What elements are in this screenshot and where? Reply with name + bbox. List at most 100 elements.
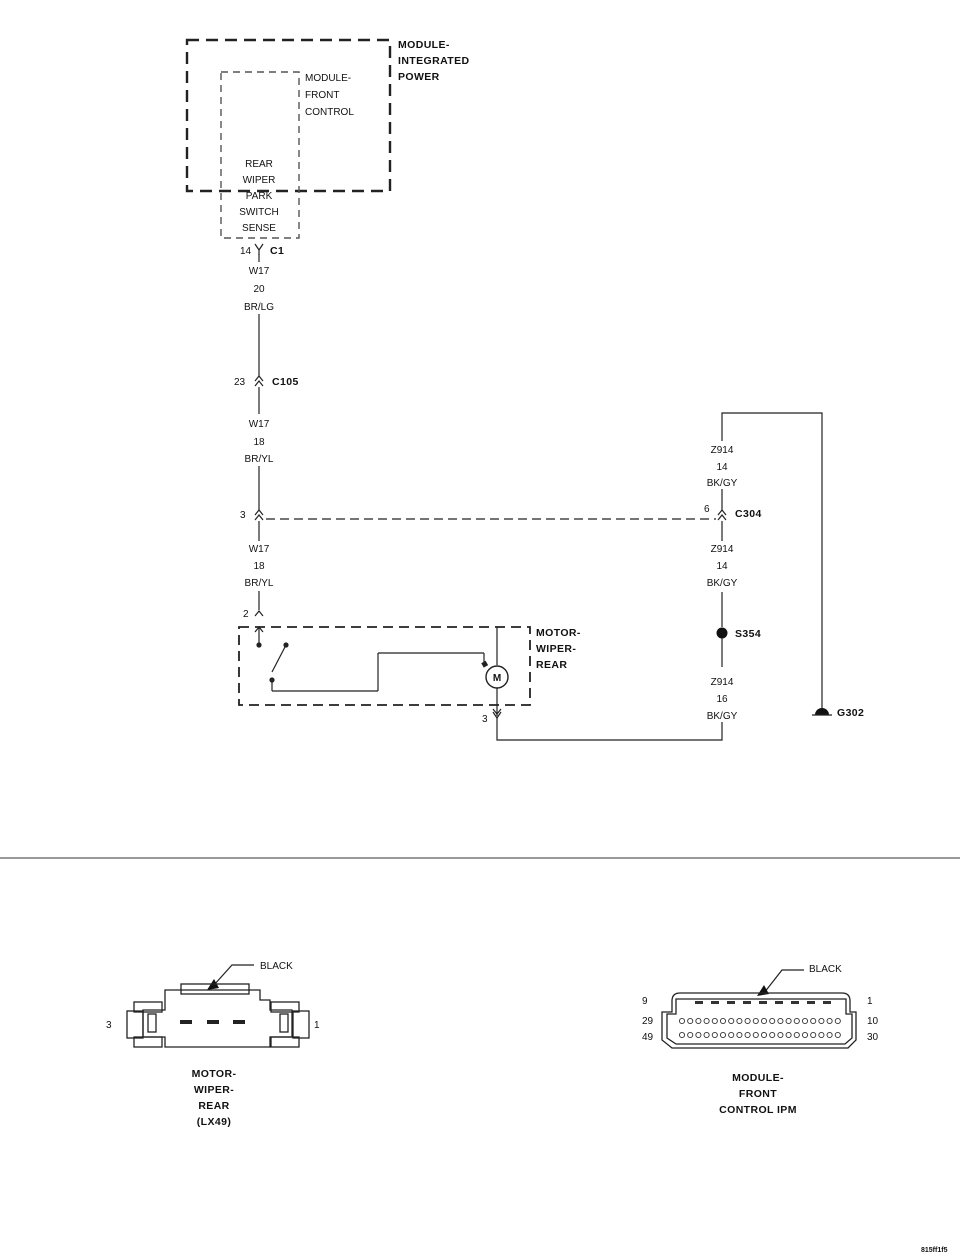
fcm-view-color: BLACK [809,964,842,975]
connector-c304-left: 3 [240,509,264,521]
motor-view-title-4: (LX49) [197,1116,232,1128]
motor-pin-2: 2 [243,609,264,620]
switch-sense-label: REAR WIPER PARK SWITCH SENSE [239,159,278,234]
w17-top-label: W17 20 BR/LG [244,266,274,313]
motor-view-title-3: REAR [198,1100,229,1112]
fcm-cavity [777,1017,784,1025]
w17-top-color: BR/LG [244,302,274,313]
fcm-cavity [687,1017,694,1025]
fcm-cavity [801,1031,809,1039]
z914-top-label: Z914 14 BK/GY [707,445,738,489]
sense-line-3: PARK [246,191,273,202]
fcm-cavity [823,1001,831,1004]
z914-top-color: BK/GY [707,478,738,489]
motor-top-pin-label: 2 [243,609,249,620]
fcm-view-title-2: FRONT [739,1088,777,1100]
ground-name: G302 [837,707,864,719]
fcm-cavity [801,1017,809,1025]
fcm-cavity [711,1001,719,1004]
z914-mid-label: Z914 14 BK/GY [707,544,738,589]
fcm-cavity [759,1001,767,1004]
motor-view-pin-right: 1 [314,1020,320,1031]
fcm-cavity [810,1017,817,1025]
fcm-view-pin-49: 49 [642,1032,654,1043]
sense-line-5: SENSE [242,223,276,234]
fcm-cavity [769,1017,776,1025]
fcm-cavity [678,1031,686,1039]
fcm-cavity [744,1031,751,1039]
z914-top-circuit: Z914 [711,445,734,456]
fcm-label-line-1: MODULE- [305,73,351,84]
fcm-cavity [818,1031,825,1039]
c304-left-pin: 3 [240,510,246,521]
fcm-view-title-3: CONTROL IPM [719,1104,797,1116]
c1-pin: 14 [240,246,252,257]
fcm-cavity [695,1017,702,1025]
wire-z914 [721,412,823,709]
fcm-cavity [736,1031,743,1039]
fcm-cavity [728,1031,735,1039]
fcm-view-pin-1: 1 [867,996,873,1007]
z914-mid-gauge: 14 [716,561,728,572]
motor-wiper-rear: M MOTOR- WIPER- REAR [238,626,581,716]
motor-pin-3: 3 [482,711,723,741]
z914-bot-color: BK/GY [707,711,738,722]
z914-bot-gauge: 16 [716,694,728,705]
fcm-cavity [752,1017,759,1025]
motor-label-line-3: REAR [536,659,567,671]
fcm-cavity [744,1017,751,1025]
w17-bot-color: BR/YL [245,578,274,589]
motor-view-color: BLACK [260,961,293,972]
w17-top-circuit: W17 [249,266,270,277]
fcm-pin-row-bottom [678,1031,841,1039]
fcm-view-pin-29: 29 [642,1016,654,1027]
fcm-cavity [727,1001,735,1004]
fcm-pin-row-top [695,1001,831,1004]
fcm-cavity [826,1017,833,1025]
z914-bot-label: Z914 16 BK/GY [707,677,738,722]
connector-view-motor: BLACK 3 1 MOTOR- WIPER- REAR (LX49) [106,961,320,1128]
fcm-cavity [719,1031,727,1039]
module-integrated-power: MODULE- INTEGRATED POWER [185,38,469,193]
z914-mid-circuit: Z914 [711,544,734,555]
fcm-pin-row-middle [678,1017,841,1025]
ipm-label-line-3: POWER [398,71,440,83]
fcm-cavity [834,1017,841,1025]
motor-label-line-1: MOTOR- [536,627,581,639]
fcm-cavity [703,1031,710,1039]
sense-line-4: SWITCH [239,207,278,218]
fcm-cavity [678,1017,686,1025]
fcm-cavity [834,1031,841,1039]
z914-bot-circuit: Z914 [711,677,734,688]
fcm-cavity [695,1031,702,1039]
w17-mid-circuit: W17 [249,419,270,430]
z914-top-gauge: 14 [716,462,728,473]
ipm-label-line-1: MODULE- [398,39,450,51]
w17-mid-label: W17 18 BR/YL [245,419,274,465]
connector-c105: 23 C105 [234,375,298,388]
ipm-label-line-2: INTEGRATED [398,55,469,67]
w17-mid-color: BR/YL [245,454,274,465]
fcm-cavity [719,1017,727,1025]
fcm-cavity [818,1017,825,1025]
c105-pin: 23 [234,377,246,388]
c304-name: C304 [735,508,762,520]
fcm-cavity [769,1031,776,1039]
fcm-view-pin-10: 10 [867,1016,879,1027]
fcm-view-title-1: MODULE- [732,1072,784,1084]
fcm-cavity [791,1001,799,1004]
fcm-cavity [743,1001,751,1004]
motor-view-pin-left: 3 [106,1020,112,1031]
fcm-cavity [826,1031,833,1039]
w17-mid-gauge: 18 [253,437,265,448]
fcm-cavity [687,1031,694,1039]
figure-code: 815ff1f5 [921,1247,948,1254]
module-front-control: MODULE- FRONT CONTROL [220,71,354,239]
splice-s354: S354 [716,627,761,640]
fcm-cavity [775,1001,783,1004]
fcm-cavity [807,1001,815,1004]
sense-line-1: REAR [245,159,273,170]
w17-top-gauge: 20 [253,284,265,295]
fcm-cavity [711,1031,718,1039]
w17-bot-label: W17 18 BR/YL [245,544,274,589]
